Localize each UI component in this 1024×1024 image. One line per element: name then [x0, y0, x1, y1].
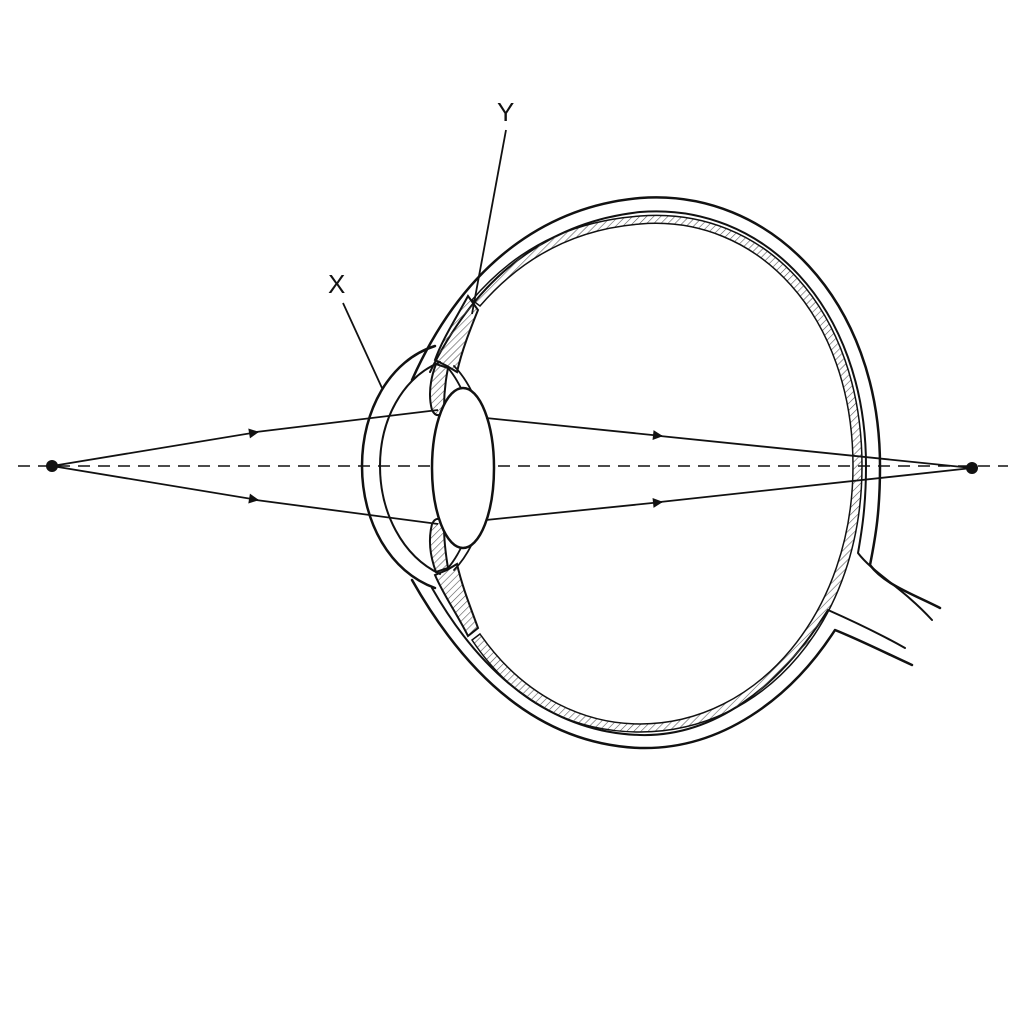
cornea-outer [360, 344, 437, 590]
label-y-leader [471, 129, 507, 315]
ray-upper-outside [51, 428, 259, 467]
sclera-outer-lower [410, 578, 914, 750]
ciliary-body-upper [433, 294, 480, 374]
ray-upper-inside [485, 417, 663, 441]
ciliary-body-lower [433, 562, 480, 638]
ray-lower-inside [485, 497, 663, 521]
ray-upper-outside-cont [255, 409, 439, 433]
label-x-leader [342, 302, 383, 389]
object-point [46, 460, 58, 472]
retina-band [470, 214, 863, 733]
image-point [966, 462, 978, 474]
ray-lower-outside [51, 465, 259, 504]
ray-upper-inside-cont [659, 435, 973, 469]
label-y: Y [497, 97, 514, 127]
ray-lower-inside-cont [659, 467, 973, 503]
ray-lower-outside-cont [255, 499, 439, 525]
label-x: X [328, 269, 345, 299]
crystalline-lens [430, 386, 496, 550]
cornea-inner [379, 361, 441, 575]
